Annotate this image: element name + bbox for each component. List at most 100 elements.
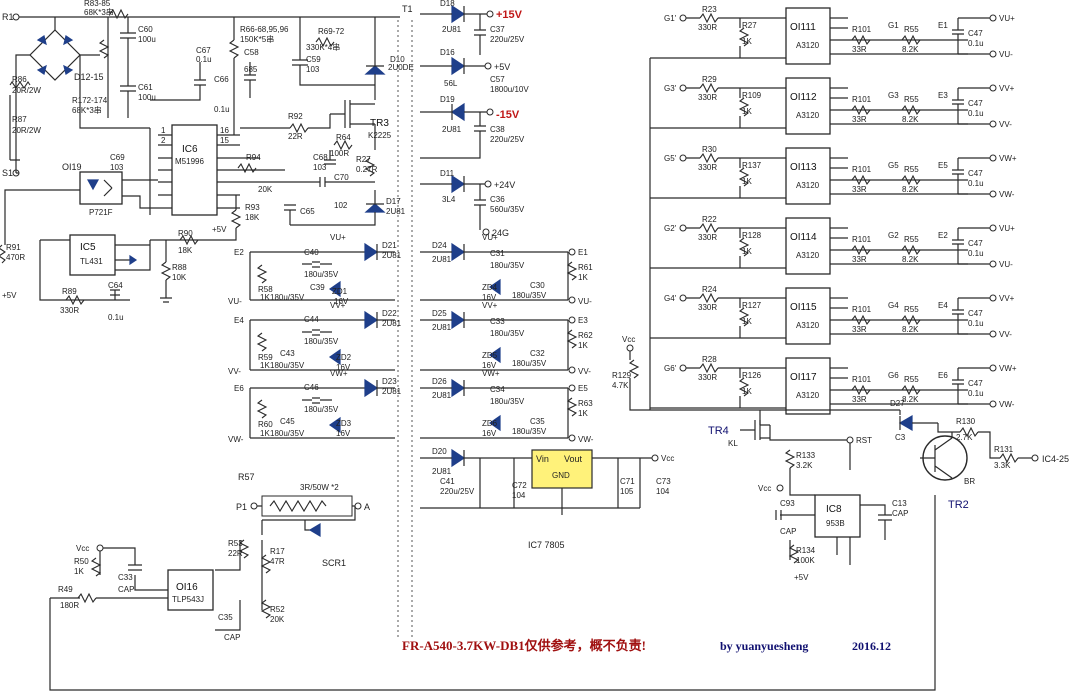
vplus-label-oi112: VV+: [999, 84, 1015, 93]
label-c57: C57: [490, 75, 505, 84]
label-p5v-a: +5V: [2, 291, 17, 300]
gate-supply-right: D24 2U81 E1 VU- VU+ C31 180u/35V C30 180…: [420, 233, 594, 444]
vcc-terminal-reg: [651, 454, 659, 462]
gsl-row2-wires: [249, 319, 395, 371]
gate-label-oi115: G4: [888, 301, 899, 310]
emitter-label-oi112: E3: [938, 91, 948, 100]
opto-label-oi117: OI117: [790, 372, 817, 383]
bridge-diode-4: [63, 64, 74, 75]
value-r133: 3.2K: [796, 461, 813, 470]
value-r55-oi115: 8.2K: [902, 325, 919, 334]
value-r64: 100R: [330, 149, 349, 158]
label-r23: R23: [702, 5, 717, 14]
zd2-zener: [328, 348, 341, 366]
gate-input-label-oi115: G4': [664, 294, 677, 303]
label-r55-oi111: R55: [904, 25, 919, 34]
gate-label-oi113: G5: [888, 161, 899, 170]
value-r17: 47R: [270, 557, 285, 566]
label-c47-oi112: C47: [968, 99, 983, 108]
label-r27: R27: [742, 21, 757, 30]
gate-supply-left: E2 VU- VU+ D21 2U81 R58 1K C40 180u/35V …: [228, 233, 402, 444]
oi19-transistor: [103, 179, 113, 197]
label-c31: C31: [490, 249, 505, 258]
value-c69: 103: [110, 163, 124, 172]
label-r137: R137: [742, 161, 762, 170]
d22-wire: [376, 312, 395, 328]
label-d27: D27: [890, 399, 905, 408]
value-r130: 2.7K: [956, 433, 973, 442]
label-d20: D20: [432, 447, 447, 456]
resistor-r53: [238, 539, 250, 559]
resistor-r101-oi117: [851, 384, 871, 396]
c59-snubber: [292, 17, 375, 86]
bridge-diode-2: [63, 35, 74, 46]
ic7-vin: Vin: [536, 454, 549, 464]
label-scr1: SCR1: [322, 558, 346, 568]
c58-cap: [244, 62, 256, 98]
label-c73: C73: [656, 477, 671, 486]
rail-p5: +5V: [494, 62, 510, 72]
ic7-body: [531, 449, 593, 489]
opto-part-oi112: A3120: [796, 111, 820, 120]
label-r28: R28: [702, 355, 717, 364]
label-r61: R61: [578, 263, 593, 272]
label-r127: R127: [742, 301, 762, 310]
label-c35b: C35: [530, 417, 545, 426]
gsr-row1-wires: [420, 244, 569, 301]
value-d21: 2U81: [382, 251, 402, 260]
label-r22: R22: [702, 215, 717, 224]
label-d19: D19: [440, 95, 455, 104]
value-c70: 102: [334, 201, 348, 210]
vvm-terminal-r: [568, 366, 576, 374]
label-t1: T1: [402, 4, 413, 14]
resistor-r61: [566, 261, 578, 281]
label-zd4: ZD4: [482, 283, 498, 292]
label-r93: R93: [245, 203, 260, 212]
value-r137: 1K: [742, 177, 752, 186]
value-r88: 10K: [172, 273, 187, 282]
label-r59: R59: [258, 353, 273, 362]
value-c32: 180u/35V: [512, 359, 547, 368]
regulator-section: D20 2U81 Vin Vout GND IC7 7805 Vcc C41 2…: [420, 447, 674, 550]
value-r22: 330R: [698, 233, 717, 242]
value-c37: 220u/25V: [490, 35, 525, 44]
label-c47-oi111: C47: [968, 29, 983, 38]
vminus-label-oi117: VW-: [999, 400, 1015, 409]
value-r55-oi111: 8.2K: [902, 45, 919, 54]
label-r101-oi114: R101: [852, 235, 872, 244]
resistor-r62: [566, 329, 578, 349]
label-r29: R29: [702, 75, 717, 84]
gate-label-oi117: G6: [888, 371, 899, 380]
resistor-r90: [179, 234, 199, 246]
label-r55-oi113: R55: [904, 165, 919, 174]
c64-cap: [110, 289, 120, 300]
label-r63: R63: [578, 399, 593, 408]
label-vum-l: VU-: [228, 297, 242, 306]
label-vvm-l: VV-: [228, 367, 241, 376]
ic6-part: M51996: [175, 157, 204, 166]
gate-input-terminal-oi112: [679, 84, 687, 92]
d27-diode: [898, 414, 913, 432]
value-r62: 1K: [578, 341, 588, 350]
emitter-label-oi113: E5: [938, 161, 948, 170]
d10-diode: [364, 65, 386, 75]
p1-terminal: [250, 502, 258, 510]
p15-terminal: [486, 10, 494, 18]
opto-input-wires-oi113: [650, 157, 786, 199]
ic6-c-value: 0.1u: [214, 105, 230, 114]
opto-input-wires-oi117: [650, 367, 786, 409]
c93-cap: [775, 510, 782, 520]
label-r87: R87: [12, 115, 27, 124]
value-r109: 1K: [742, 107, 752, 116]
label-vcc-reg: Vcc: [661, 454, 674, 463]
diagram-date: 2016.12: [852, 639, 891, 653]
value-c59: 103: [306, 65, 320, 74]
value-c64: 0.1u: [108, 313, 124, 322]
c44-cap: [302, 329, 332, 336]
label-vvm-r: VV-: [578, 367, 591, 376]
label-zd3: ZD3: [336, 419, 352, 428]
resistor-r131: [999, 452, 1019, 464]
value-c35b: 180u/35V: [512, 427, 547, 436]
vcc-terminal-ic8: [776, 484, 784, 492]
opto-input-wires-oi111: [650, 17, 786, 59]
